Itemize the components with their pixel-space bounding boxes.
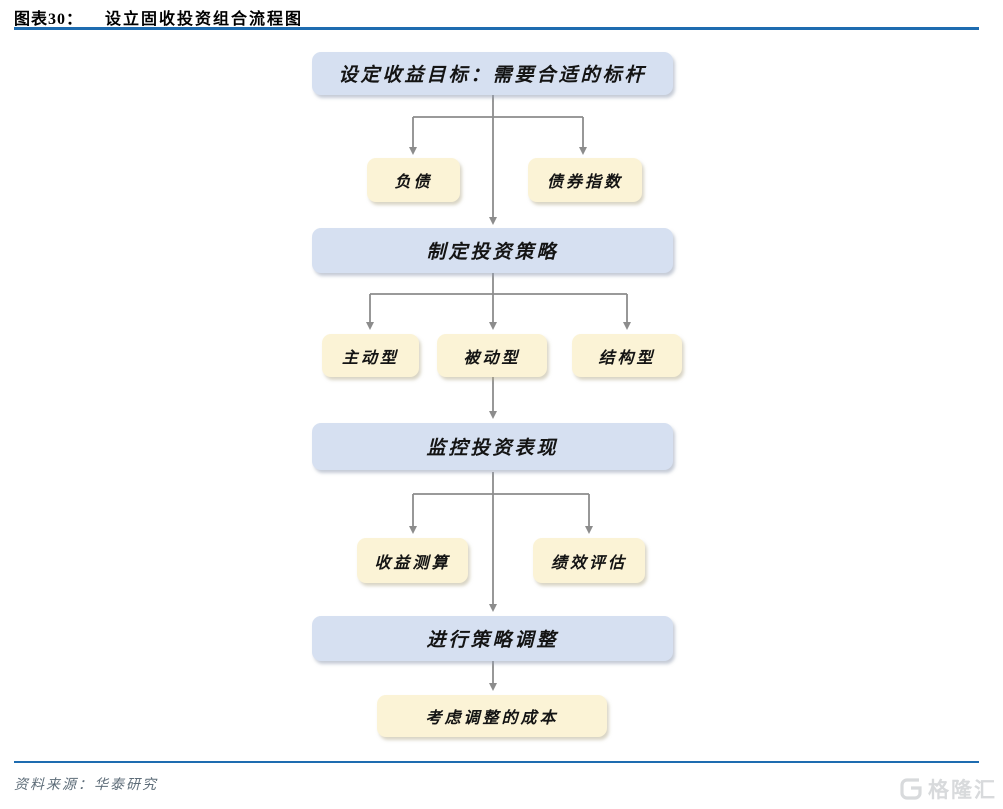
- flow-node-liability: 负债: [367, 158, 460, 202]
- flow-node-adjustment-cost: 考虑调整的成本: [377, 695, 607, 737]
- flowchart: 设定收益目标：需要合适的标杆 负债 债券指数 制定投资策略 主动型 被动型 结构…: [312, 52, 682, 737]
- figure-header: 图表30： 设立固收投资组合流程图: [14, 5, 303, 29]
- figure-title: 设立固收投资组合流程图: [105, 11, 304, 28]
- flow-node-active-type: 主动型: [322, 334, 419, 377]
- flow-node-set-return-goal: 设定收益目标：需要合适的标杆: [312, 52, 673, 95]
- gelonghui-logo: 格隆汇: [898, 774, 997, 804]
- flow-node-structured-type: 结构型: [572, 334, 682, 377]
- footer-rule: [14, 761, 979, 763]
- figure-label: 图表30：: [14, 11, 84, 28]
- header-rule: [14, 27, 979, 30]
- flow-node-return-measurement: 收益测算: [357, 538, 468, 583]
- flow-node-performance-evaluation: 绩效评估: [533, 538, 645, 583]
- source-text: 资料来源：华泰研究: [14, 778, 158, 793]
- flow-node-bond-index: 债券指数: [528, 158, 642, 202]
- gelonghui-logo-text: 格隆汇: [928, 778, 997, 802]
- flow-node-adjust-strategy: 进行策略调整: [312, 616, 673, 661]
- flow-node-passive-type: 被动型: [437, 334, 547, 377]
- gelonghui-g-icon: [900, 778, 922, 800]
- flow-node-formulate-strategy: 制定投资策略: [312, 228, 673, 273]
- flow-node-monitor-performance: 监控投资表现: [312, 423, 673, 470]
